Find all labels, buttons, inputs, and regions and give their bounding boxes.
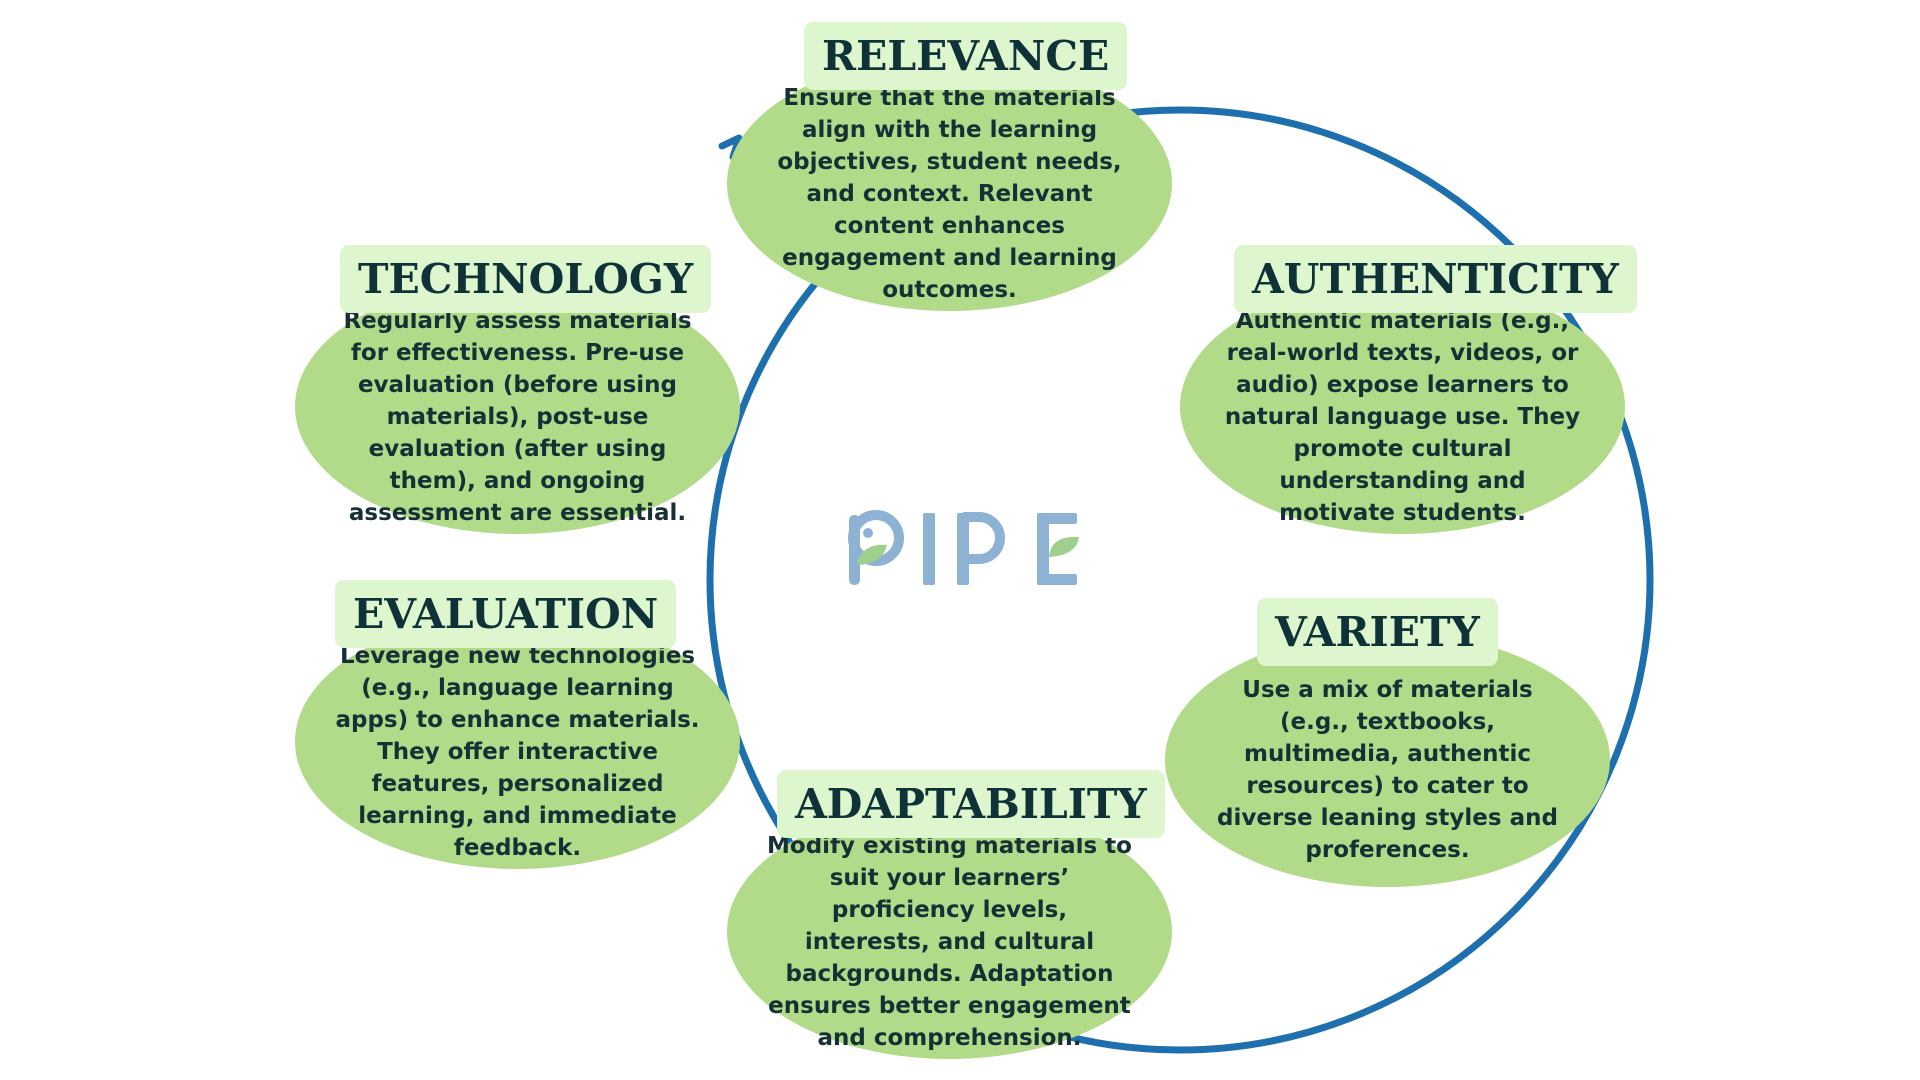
relevance-card: Ensure that the materials align with the… xyxy=(727,56,1172,311)
adaptability-title: ADAPTABILITY xyxy=(777,770,1165,838)
relevance-description: Ensure that the materials align with the… xyxy=(777,84,1122,303)
adaptability-card: Modify existing materials to suit your l… xyxy=(727,804,1172,1059)
variety-description: Use a mix of materials (e.g., textbooks,… xyxy=(1217,676,1558,863)
technology-description: Regularly assess materials for effective… xyxy=(343,307,692,526)
relevance-title: RELEVANCE xyxy=(804,22,1128,90)
variety-title: VARIETY xyxy=(1257,598,1498,666)
pipe-logo xyxy=(848,510,1079,585)
technology-title: TECHNOLOGY xyxy=(340,245,712,313)
authenticity-card: Authentic materials (e.g., real-world te… xyxy=(1180,279,1625,534)
variety-card: Use a mix of materials (e.g., textbooks,… xyxy=(1165,632,1610,887)
authenticity-description: Authentic materials (e.g., real-world te… xyxy=(1224,307,1581,526)
cycle-ring-circle xyxy=(706,106,1654,1054)
evaluation-description: Leverage new technologies (e.g., languag… xyxy=(335,642,700,861)
adaptability-description: Modify existing materials to suit your l… xyxy=(767,832,1132,1051)
technology-card: Regularly assess materials for effective… xyxy=(295,279,740,534)
evaluation-card: Leverage new technologies (e.g., languag… xyxy=(295,614,740,869)
authenticity-title: AUTHENTICITY xyxy=(1234,245,1637,313)
evaluation-title: EVALUATION xyxy=(335,580,677,648)
